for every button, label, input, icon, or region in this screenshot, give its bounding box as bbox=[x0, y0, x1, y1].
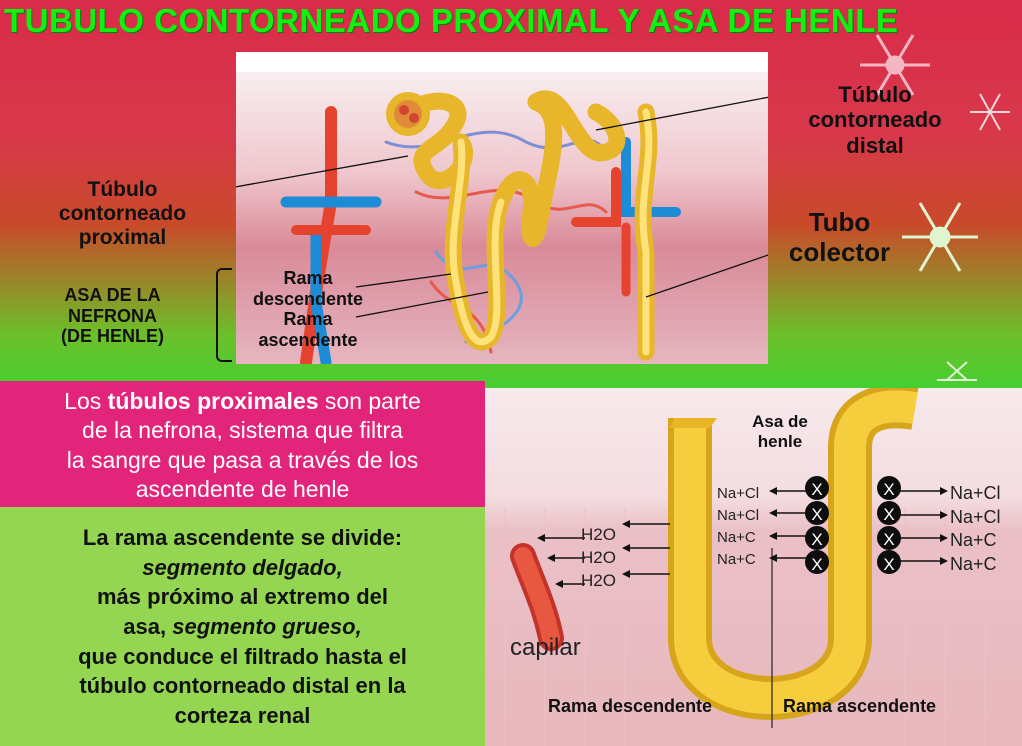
para2-line: que conduce el filtrado hasta el bbox=[78, 643, 407, 669]
explanation-box: La rama ascendente se divide: segmento d… bbox=[0, 507, 485, 746]
x-mark: X bbox=[811, 480, 823, 499]
para2-line: corteza renal bbox=[174, 703, 311, 729]
ion-left: Na+Cl bbox=[717, 507, 760, 524]
para2-line: túbulo contorneado distal en la bbox=[79, 673, 406, 699]
water-label: H2O bbox=[581, 571, 616, 590]
water-label: H2O bbox=[581, 525, 616, 544]
rama-ascendente-label: Rama ascendente bbox=[783, 696, 937, 716]
para1-text: son parte bbox=[318, 388, 421, 414]
ion-right: Na+C bbox=[950, 553, 997, 574]
snowflake-icon bbox=[970, 93, 1010, 131]
asa-title-1: Asa de bbox=[752, 412, 808, 431]
ion-left: Na+C bbox=[717, 529, 756, 546]
para2-line: La rama ascendente se divide: bbox=[82, 525, 403, 550]
x-mark: X bbox=[883, 530, 895, 549]
water-label: H2O bbox=[581, 548, 616, 567]
x-mark: X bbox=[883, 480, 895, 499]
ion-left: Na+C bbox=[717, 551, 756, 568]
label-tcp-3: proximal bbox=[78, 226, 167, 250]
label-rama-desc-1: Rama bbox=[283, 268, 333, 288]
label-tcp-2: contorneado bbox=[58, 202, 187, 226]
ion-left: Na+Cl bbox=[717, 485, 760, 502]
brace bbox=[216, 268, 232, 362]
description-box: Los túbulos proximales son parte de la n… bbox=[0, 381, 485, 507]
label-tcd-1: Túbulo bbox=[838, 82, 912, 107]
para1-text: Los bbox=[64, 388, 108, 414]
snowflake-icon bbox=[860, 34, 930, 96]
label-rama-asc-2: ascendente bbox=[258, 330, 358, 351]
loop-panel: Asa de henle X X X X X X X X Na+Cl Na+Cl… bbox=[485, 388, 1022, 746]
label-asa-1: ASA DE LA bbox=[64, 285, 161, 305]
nephron-illustration bbox=[236, 52, 768, 364]
label-asa-2: NEFRONA bbox=[68, 305, 157, 326]
label-rama-desc-2: descendente bbox=[252, 288, 364, 309]
x-mark: X bbox=[811, 505, 823, 524]
asa-title-2: henle bbox=[757, 431, 803, 451]
label-rama-asc-1: Rama bbox=[283, 309, 333, 330]
para1-line: de la nefrona, sistema que filtra bbox=[82, 417, 403, 444]
snowflake-icon bbox=[937, 361, 977, 381]
label-tcd-3: distal bbox=[846, 132, 904, 158]
para1-line: la sangre que pasa a través de los bbox=[66, 446, 419, 473]
loop-of-henle-illustration bbox=[504, 388, 986, 746]
x-mark: X bbox=[811, 530, 823, 549]
ion-right: Na+Cl bbox=[950, 506, 1001, 527]
ion-right: Na+C bbox=[950, 530, 997, 550]
rama-descendente-label: Rama descendente bbox=[548, 696, 713, 716]
label-tcd-2: contorneado bbox=[808, 107, 942, 133]
para2-line: más próximo al extremo del bbox=[97, 584, 388, 610]
para2-italic: segmento delgado, bbox=[142, 554, 343, 580]
para2-text: asa, bbox=[123, 614, 173, 640]
label-tcp-1: Túbulo bbox=[87, 178, 158, 201]
x-mark: X bbox=[811, 555, 823, 574]
page-title: TUBULO CONTORNEADO PROXIMAL Y ASA DE HEN… bbox=[4, 2, 899, 39]
para1-line: ascendente de henle bbox=[135, 476, 350, 503]
capilar-label: capilar bbox=[510, 634, 581, 661]
label-tubo-1: Tubo bbox=[808, 207, 871, 237]
snowflake-icon bbox=[902, 202, 978, 272]
label-asa-3: (DE HENLE) bbox=[61, 326, 164, 347]
para2-italic: segmento grueso, bbox=[172, 614, 362, 640]
ion-right: Na+Cl bbox=[950, 483, 1001, 503]
x-mark: X bbox=[883, 505, 895, 524]
para1-bold: túbulos proximales bbox=[107, 388, 319, 414]
label-tubo-2: colector bbox=[788, 236, 891, 267]
x-mark: X bbox=[883, 555, 895, 574]
